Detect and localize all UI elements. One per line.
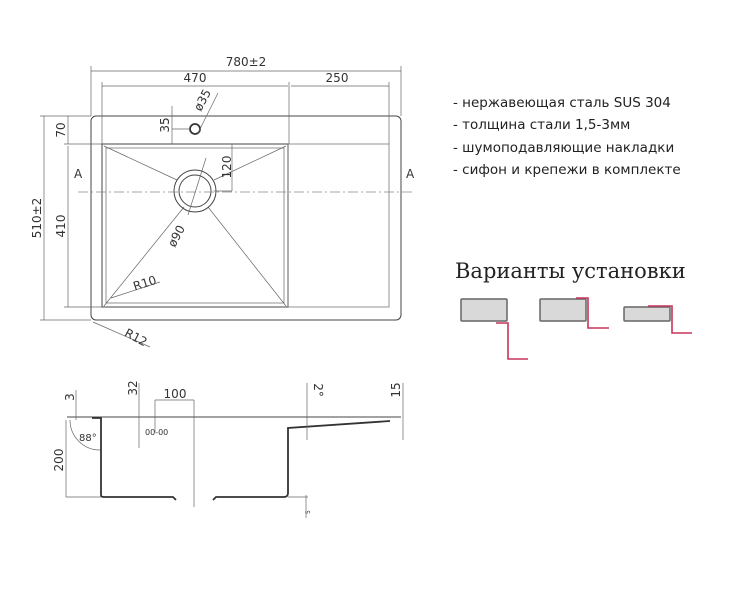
drainboard-profile — [212, 420, 391, 501]
install-variants: Варианты установки — [455, 259, 692, 360]
bowl-profile — [92, 417, 177, 501]
dim-overall-width: 780±2 — [226, 55, 267, 69]
dim-bowl-depth: 410 — [54, 215, 68, 238]
dim-slope: 2° — [311, 383, 325, 397]
dim-rear-margin: 70 — [54, 122, 68, 137]
overflow-label: 00-00 — [145, 428, 168, 437]
bowl-inner — [105, 147, 285, 304]
dim-overall-depth: 510±2 — [30, 198, 44, 239]
sink-outline — [90, 115, 402, 321]
dim-bowl-width: 470 — [184, 71, 207, 85]
dim-bottom-step: 5 — [305, 510, 312, 514]
install-title: Варианты установки — [455, 259, 686, 283]
dim-rim: 3 — [63, 393, 77, 401]
side-dimension-lines — [65, 383, 404, 518]
drain-outer — [173, 169, 217, 213]
dim-wall-angle: 88° — [79, 433, 97, 444]
feature-item: - толщина стали 1,5-3мм — [453, 117, 630, 133]
dimension-lines — [40, 66, 402, 348]
dim-faucet-offset: 35 — [158, 117, 172, 132]
bowl-slope-lines — [103, 145, 287, 307]
install-overmount-icon — [623, 305, 692, 334]
dim-corner-radius: R12 — [122, 326, 149, 349]
install-undermount-icon — [460, 298, 528, 360]
dim-inner-radius: R10 — [131, 273, 158, 294]
drain-inner — [178, 174, 212, 208]
section-mark-right: A — [406, 167, 415, 181]
dim-overflow-height: 32 — [126, 380, 140, 395]
dim-drainboard-height: 15 — [389, 382, 403, 397]
side-view: 3 32 100 2° 15 200 88° 5 00-00 — [52, 380, 404, 518]
drainboard-outline — [287, 143, 390, 308]
dim-drain-offset: 120 — [220, 156, 234, 179]
dim-overflow-width: 100 — [164, 387, 187, 401]
top-view: A A 780±2 470 250 510±2 410 70 35 ø35 12… — [30, 55, 415, 349]
bowl-outline — [101, 143, 289, 308]
feature-item: - шумоподавляющие накладки — [453, 140, 674, 156]
dim-faucet-hole: ø35 — [191, 87, 214, 114]
dim-bowl-height: 200 — [52, 449, 66, 472]
feature-list: - нержавеющая сталь SUS 304 - толщина ст… — [453, 95, 681, 178]
feature-item: - сифон и крепежи в комплекте — [453, 162, 681, 178]
dim-drainboard-width: 250 — [326, 71, 349, 85]
feature-item: - нержавеющая сталь SUS 304 — [453, 95, 671, 111]
install-flush-icon — [539, 297, 609, 329]
section-mark-left: A — [74, 167, 83, 181]
